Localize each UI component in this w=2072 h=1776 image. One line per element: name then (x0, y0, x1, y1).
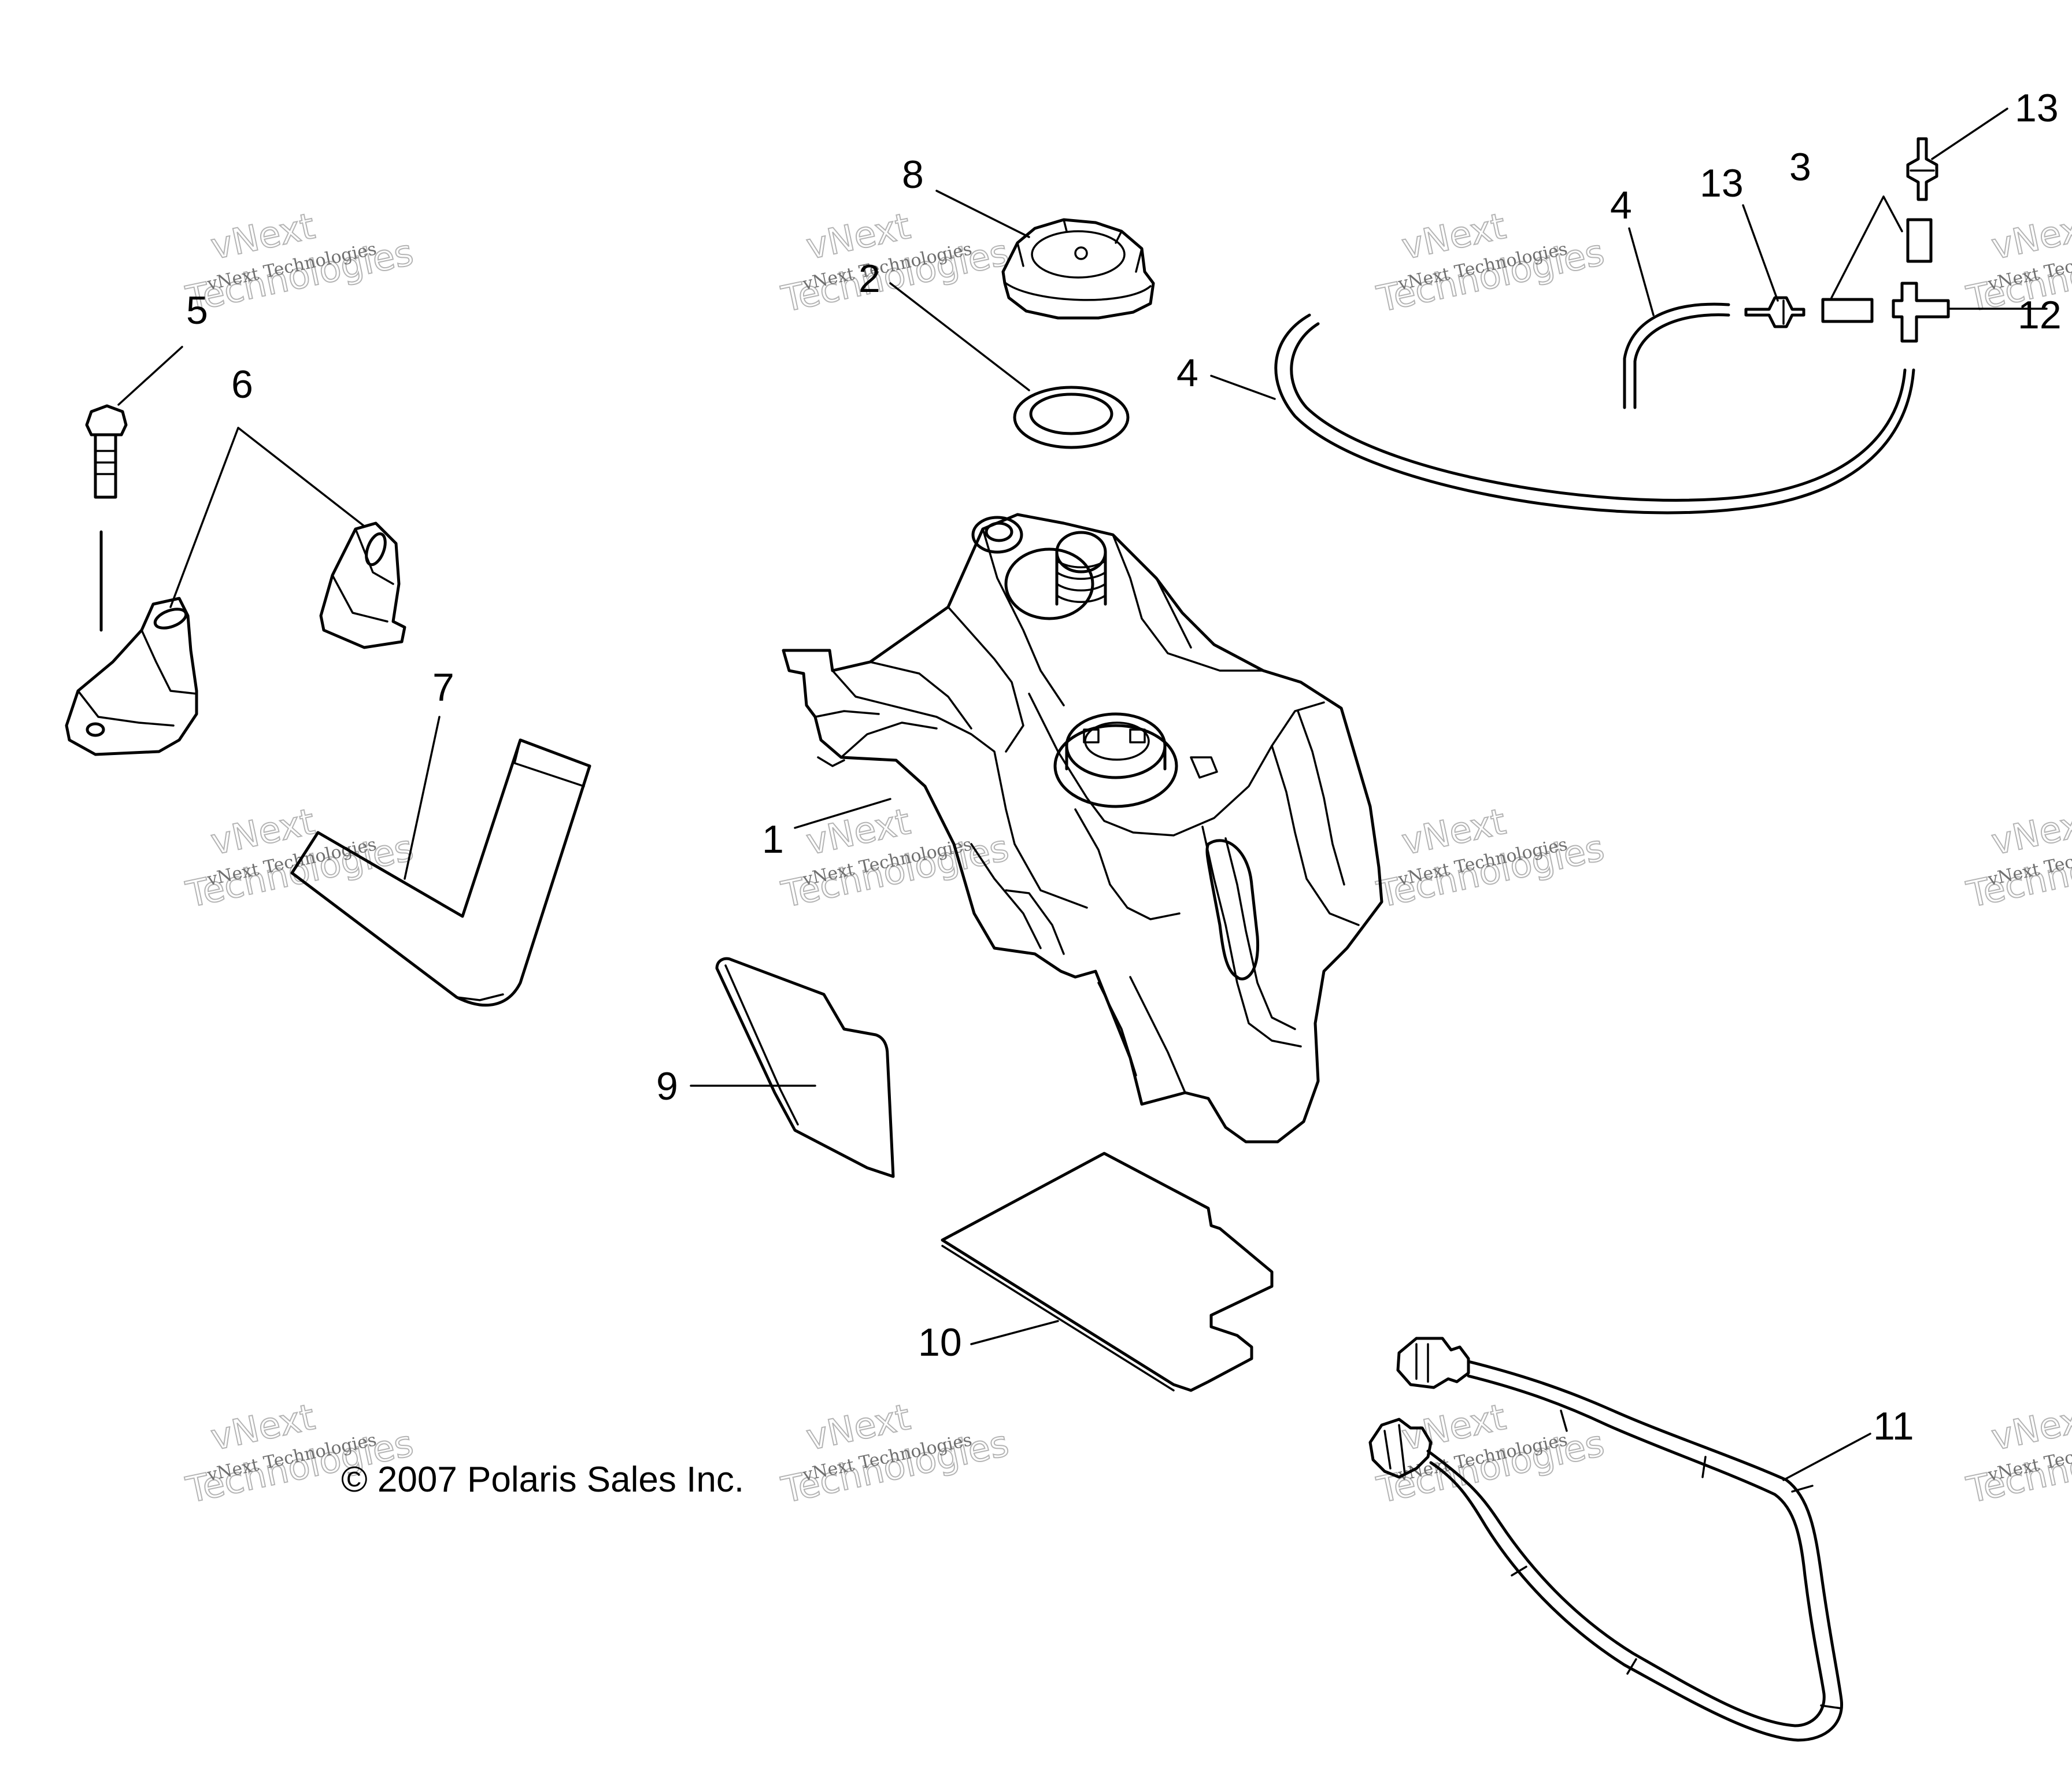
tee-fitting (1892, 282, 2048, 343)
leader-line-5 (117, 346, 183, 406)
watermark: vNext Technologies vNext Technologies (1372, 204, 1608, 321)
hose-connector-vertical (1906, 218, 1933, 263)
watermark: vNext Technologies vNext Technologies (777, 800, 1013, 916)
watermark: vNext Technologies vNext Technologies (182, 800, 417, 916)
callout-13b: 13 (2015, 86, 2059, 130)
leader-line-4b (1210, 375, 1276, 400)
callout-6: 6 (231, 362, 253, 406)
watermarks: vNext Technologies vNext Technologies vN… (182, 204, 2072, 1512)
callout-11: 11 (1873, 1404, 1914, 1448)
watermark: vNext Technologies vNext Technologies (1372, 800, 1608, 916)
watermark: vNext Technologies vNext Technologies (777, 204, 1013, 321)
fuel-pump-harness (1368, 1337, 1844, 1742)
fuel-cap (1001, 218, 1155, 320)
copyright-notice: © 2007 Polaris Sales Inc. (341, 1460, 744, 1500)
callout-7: 7 (432, 665, 454, 709)
cap-gasket (1013, 386, 1130, 449)
callout-4a: 4 (1610, 183, 1632, 227)
tank-bracket-upper (319, 521, 406, 649)
hose-connector-horizontal (1821, 298, 1874, 323)
leader-line-8 (935, 190, 1030, 238)
fuel-tank-vent-fitting (971, 516, 1023, 554)
callout-4b: 4 (1176, 351, 1198, 395)
leader-line-13a (1742, 204, 1779, 302)
watermark: vNext Technologies vNext Technologies (1962, 800, 2072, 916)
leader-line-6 (169, 427, 365, 608)
leader-line-13b (1931, 108, 2008, 160)
vent-hose-short (1623, 302, 1730, 409)
leader-line-2 (889, 282, 1030, 391)
check-valve-top (1906, 137, 1938, 201)
callouts: 1 2 3 4 4 5 6 7 8 9 10 11 12 13 13 (186, 86, 2062, 1448)
watermark: vNext Technologies vNext Technologies (777, 1395, 1013, 1512)
tank-pad-side (715, 957, 895, 1178)
callout-5: 5 (186, 288, 208, 332)
leader-line-4a (1628, 227, 1655, 316)
callout-10: 10 (918, 1320, 962, 1364)
callout-1: 1 (762, 817, 784, 861)
leader-lines (117, 108, 2008, 1481)
fuel-tank (782, 513, 1383, 1144)
leader-line-3 (1830, 195, 1903, 299)
fuel-tank-filler-neck (1004, 531, 1107, 620)
fuel-pump-ring (1053, 712, 1218, 808)
callout-12: 12 (2018, 293, 2062, 337)
leader-line-7 (404, 716, 441, 880)
callout-9: 9 (656, 1064, 678, 1108)
watermark: vNext Technologies vNext Technologies (182, 204, 417, 321)
leader-line-1 (794, 798, 891, 829)
callout-13a: 13 (1700, 161, 1744, 205)
tank-pad-bottom (941, 1152, 1274, 1392)
callout-8: 8 (902, 153, 924, 197)
check-valve-left (1744, 296, 1805, 328)
vent-hose-long (1274, 313, 1915, 515)
tank-bracket-lower (65, 597, 198, 756)
mounting-bolt (85, 404, 128, 632)
tank-strap (290, 738, 591, 1007)
leader-line-11 (1782, 1433, 1871, 1481)
leader-line-10 (970, 1320, 1059, 1345)
callout-2: 2 (859, 257, 880, 301)
watermark: vNext Technologies vNext Technologies (1372, 1395, 1608, 1512)
watermark: vNext Technologies vNext Technologies (1962, 1395, 2072, 1512)
callout-3: 3 (1789, 145, 1811, 189)
